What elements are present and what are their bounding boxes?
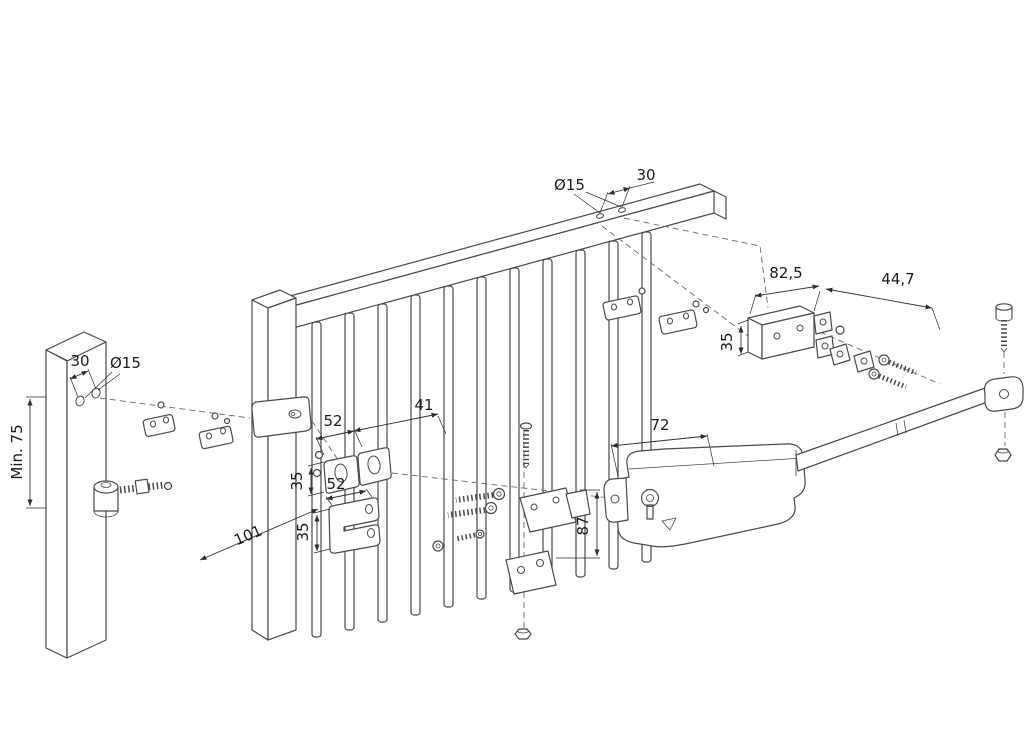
dim-rear-bracket-extension: 44,7 xyxy=(881,270,914,288)
dimensions: 30 Ø15 Min. 75 Ø15 30 52 41 35 xyxy=(8,166,941,561)
dim-rear-bracket-width: 82,5 xyxy=(769,264,802,282)
dim-clamp-top-height: 35 xyxy=(288,471,306,490)
dim-actuator-front-span: 72 xyxy=(650,416,669,434)
gate-bar-clamp xyxy=(505,422,591,640)
rear-bracket-hardware xyxy=(829,343,917,390)
hinge-fittings xyxy=(142,401,234,450)
dim-rail-hole-offset: 30 xyxy=(636,166,655,184)
rail-fittings xyxy=(602,287,710,335)
dim-post-hole-diameter: Ø15 xyxy=(110,354,141,372)
rod-end-nut xyxy=(994,448,1012,462)
dim-clamp-top-depth: 41 xyxy=(414,396,433,414)
dim-rail-hole-diameter: Ø15 xyxy=(554,176,585,194)
gate-top-rail xyxy=(267,183,727,332)
actuator-body xyxy=(603,443,806,548)
dim-post-min-height: Min. 75 xyxy=(8,424,26,479)
rear-bracket xyxy=(747,305,845,360)
gate-stile xyxy=(251,289,297,641)
front-gate-bracket xyxy=(312,447,392,554)
hinge-post xyxy=(45,331,107,659)
release-lever-icon xyxy=(661,517,677,531)
dim-clamp-bottom-width: 52 xyxy=(326,475,345,493)
gate-hinge xyxy=(93,478,173,518)
dim-clamp-bottom-height: 35 xyxy=(294,522,312,541)
actuator-rod xyxy=(795,376,1024,472)
keyhole-icon xyxy=(646,504,654,520)
gate-bars xyxy=(311,231,652,638)
bracket-screws xyxy=(432,487,506,552)
rod-end-bolt xyxy=(995,303,1013,353)
dim-rear-bracket-height: 35 xyxy=(718,332,736,351)
stile-plate xyxy=(251,396,312,438)
dim-post-hole-offset: 30 xyxy=(70,352,89,370)
dim-actuator-mount-drop: 87 xyxy=(574,516,592,535)
dim-clamp-top-width: 52 xyxy=(323,412,342,430)
